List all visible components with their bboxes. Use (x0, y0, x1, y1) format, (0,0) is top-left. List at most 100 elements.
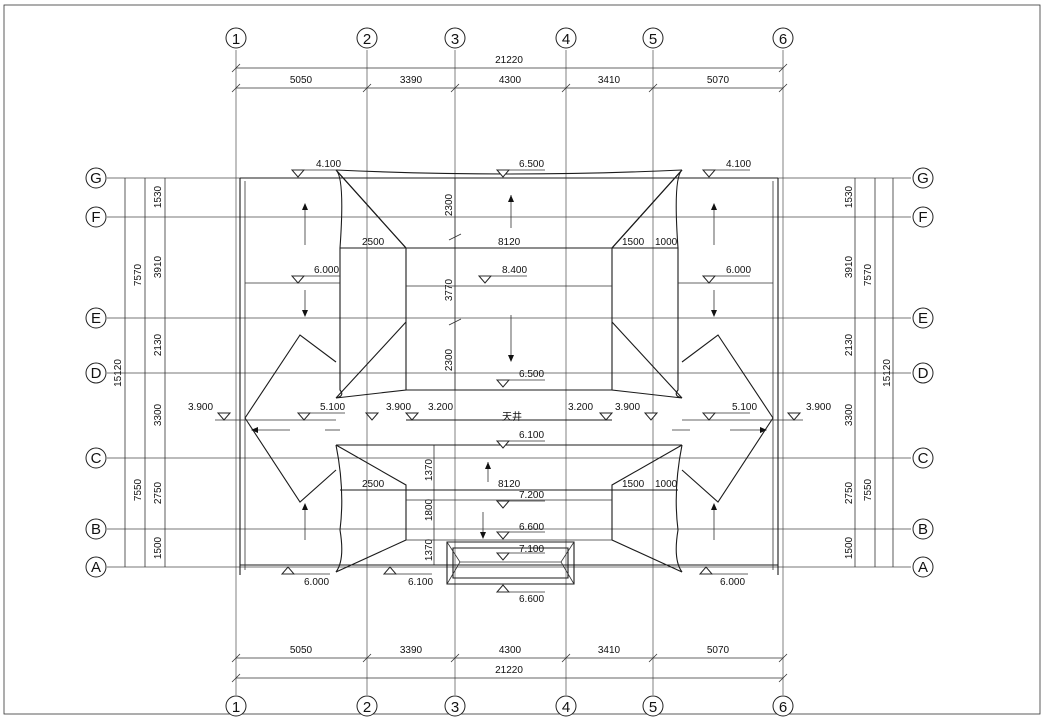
grid-label: 1 (232, 31, 240, 48)
dim-bay-h: 2130 (844, 333, 855, 356)
lower-hall-right (611, 444, 683, 573)
grid-label: E (91, 310, 101, 327)
elevation-label: 6.000 (314, 265, 339, 276)
dim-total-height: 15120 (113, 359, 124, 387)
grid-label: 2 (363, 699, 371, 716)
grid-bubble (85, 307, 107, 329)
grid-bubbles-bottom: 1 2 3 4 5 6 (225, 695, 794, 717)
grid-bubble (85, 362, 107, 384)
grid-label: B (918, 521, 928, 538)
grid-label: G (90, 170, 102, 187)
grid-bubble (912, 167, 934, 189)
dim-eave: 2500 (362, 237, 385, 248)
dim-eave: 2500 (362, 479, 385, 490)
roof-outline (215, 169, 803, 585)
grid-bubble (772, 27, 794, 49)
grid-label: C (91, 450, 102, 467)
dim-center-top: 3770 (444, 278, 455, 301)
dim-bay: 3390 (400, 75, 423, 86)
elevation-label: 3.900 (806, 402, 831, 413)
dim-half-height: 7570 (133, 263, 144, 286)
dim-half-height: 7550 (133, 478, 144, 501)
dim-half-height: 7550 (863, 478, 874, 501)
elevation-label: 7.200 (519, 490, 544, 501)
elevation-label: 6.600 (519, 522, 544, 533)
grid-bubble (912, 518, 934, 540)
grid-bubble (85, 518, 107, 540)
elevation-label: 6.500 (519, 369, 544, 380)
dim-eave: 1500 (622, 237, 645, 248)
grid-bubble (912, 206, 934, 228)
grid-label: 3 (451, 31, 459, 48)
elevation-label: 3.900 (188, 402, 213, 413)
left-wing-roof (244, 334, 337, 419)
dim-ridge: 8120 (498, 479, 521, 490)
dim-bay-h: 1500 (153, 536, 164, 559)
grid-label: D (91, 365, 102, 382)
dim-eave: 1000 (655, 237, 678, 248)
dim-eave: 1000 (655, 479, 678, 490)
elevation-label: 6.000 (726, 265, 751, 276)
upper-hall-right-slope (611, 169, 683, 399)
grid-bubble (85, 447, 107, 469)
grid-bubble (85, 167, 107, 189)
grid-label: 6 (779, 31, 787, 48)
grid-bubble (356, 695, 378, 717)
elevation-label: 6.100 (408, 577, 433, 588)
grid-bubble (85, 556, 107, 578)
grid-label: 6 (779, 699, 787, 716)
dim-bay-h: 1530 (844, 185, 855, 208)
elevation-label: 3.200 (568, 402, 593, 413)
elevation-label: 6.000 (720, 577, 745, 588)
grid-bubble (444, 27, 466, 49)
dim-bay-h: 2750 (844, 481, 855, 504)
slope-arrows (251, 195, 767, 540)
grid-bubble (912, 556, 934, 578)
dimensions-center: 2300 3770 2300 1370 1800 1370 (424, 178, 462, 565)
grid-label: A (91, 559, 101, 576)
dimensions-bottom: 5050 3390 4300 3410 5070 21220 (231, 645, 788, 683)
grid-label: 4 (562, 31, 570, 48)
dimensions-right: 1530 3910 2130 3300 2750 1500 7570 7550 … (844, 178, 894, 567)
elevation-label: 3.900 (386, 402, 411, 413)
dim-total-width: 21220 (495, 55, 523, 66)
right-wing-roof (681, 334, 774, 419)
grid-bubble (356, 27, 378, 49)
grid-label: 2 (363, 31, 371, 48)
dim-bay-h: 3300 (844, 403, 855, 426)
elevation-label: 7.100 (519, 544, 544, 555)
elevation-label: 4.100 (726, 159, 751, 170)
elevation-label: 6.100 (519, 430, 544, 441)
grid-bubbles-left: G F E D C B A (85, 167, 107, 578)
elevation-markers: 4.100 6.500 4.100 6.000 8.400 6.000 6.50… (188, 159, 831, 605)
grid-label: G (917, 170, 929, 187)
grid-bubble (912, 362, 934, 384)
dim-center-bot: 1800 (424, 498, 435, 521)
grid-bubbles-right: G F E D C B A (912, 167, 934, 578)
elevation-label: 6.000 (304, 577, 329, 588)
dim-bay-h: 1500 (844, 536, 855, 559)
dim-bay: 5070 (707, 75, 730, 86)
dim-bay: 5050 (290, 75, 313, 86)
grid-label: D (918, 365, 929, 382)
grid-bubble (85, 206, 107, 228)
dim-bay: 3410 (598, 75, 621, 86)
dim-bay-h: 2750 (153, 481, 164, 504)
grid-bubble (912, 307, 934, 329)
dim-total-height: 15120 (882, 359, 893, 387)
dim-half-height: 7570 (863, 263, 874, 286)
grid-bubble (555, 27, 577, 49)
grid-label: 1 (232, 699, 240, 716)
dim-bay: 3390 (400, 645, 423, 656)
grid-label: C (918, 450, 929, 467)
dim-ridge: 8120 (498, 237, 521, 248)
dim-bay: 3410 (598, 645, 621, 656)
dim-bay-h: 1530 (153, 185, 164, 208)
dim-total-width: 21220 (495, 665, 523, 676)
dim-center-top: 2300 (444, 193, 455, 216)
dim-bay-h: 2130 (153, 333, 164, 356)
upper-hall-left-slope (335, 169, 407, 399)
grid-label: 3 (451, 699, 459, 716)
eave-dimensions: 2500 8120 1500 1000 2500 8120 1500 1000 (362, 237, 678, 490)
grid-label: A (918, 559, 928, 576)
